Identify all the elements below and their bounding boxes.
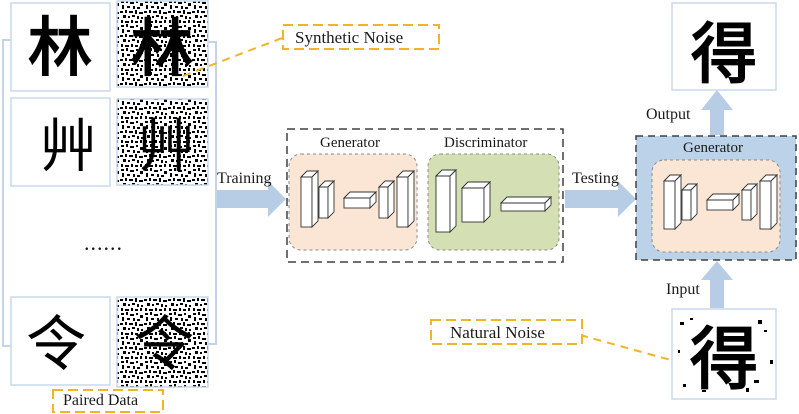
testing-arrow	[565, 181, 636, 217]
clean-image-2	[10, 97, 111, 187]
synthetic-noise-connector	[182, 37, 283, 77]
noisy-glyph-2: 艸	[137, 112, 195, 180]
natural-noise-tag-border	[430, 319, 583, 345]
input-label: Input	[666, 281, 700, 298]
testing-generator-network-icon	[662, 173, 779, 231]
natural-noise-label: Natural Noise	[450, 323, 545, 342]
noisy-image-1	[116, 0, 209, 88]
synthetic-noise-label: Synthetic Noise	[295, 28, 404, 47]
clean-image-1	[10, 2, 111, 92]
output-arrow	[701, 90, 733, 135]
clean-glyph-3: 令	[26, 310, 86, 380]
input-glyph: 得	[690, 321, 758, 400]
noisy-glyph-3: 令	[134, 310, 194, 380]
input-noise-specks	[678, 318, 773, 392]
training-model-frame	[286, 128, 564, 263]
training-label: Training	[217, 170, 272, 187]
discriminator-box	[427, 153, 560, 251]
output-image	[671, 2, 777, 91]
paired-data-tag-border	[52, 389, 164, 413]
noisy-image-3	[116, 296, 209, 388]
input-arrow	[701, 261, 733, 308]
discriminator-label: Discriminator	[444, 135, 528, 151]
discriminator-network-icon	[434, 168, 553, 234]
output-label: Output	[646, 106, 691, 123]
output-glyph: 得	[691, 16, 757, 93]
paired-data-bracket	[2, 39, 217, 347]
clean-glyph-1: 林	[28, 12, 92, 86]
synthetic-noise-tag-border	[282, 24, 440, 50]
paired-data-label: Paired Data	[63, 392, 139, 409]
testing-label: Testing	[572, 170, 619, 187]
clean-glyph-2: 艸	[39, 112, 97, 180]
generator-label: Generator	[320, 135, 380, 151]
training-arrow	[217, 181, 286, 217]
generator-network-icon	[299, 169, 416, 229]
noisy-image-2	[116, 98, 209, 186]
testing-generator-label: Generator	[683, 140, 743, 156]
clean-image-3	[10, 296, 111, 386]
ellipsis-label: ......	[84, 230, 123, 255]
noisy-glyph-1: 林	[131, 12, 193, 85]
